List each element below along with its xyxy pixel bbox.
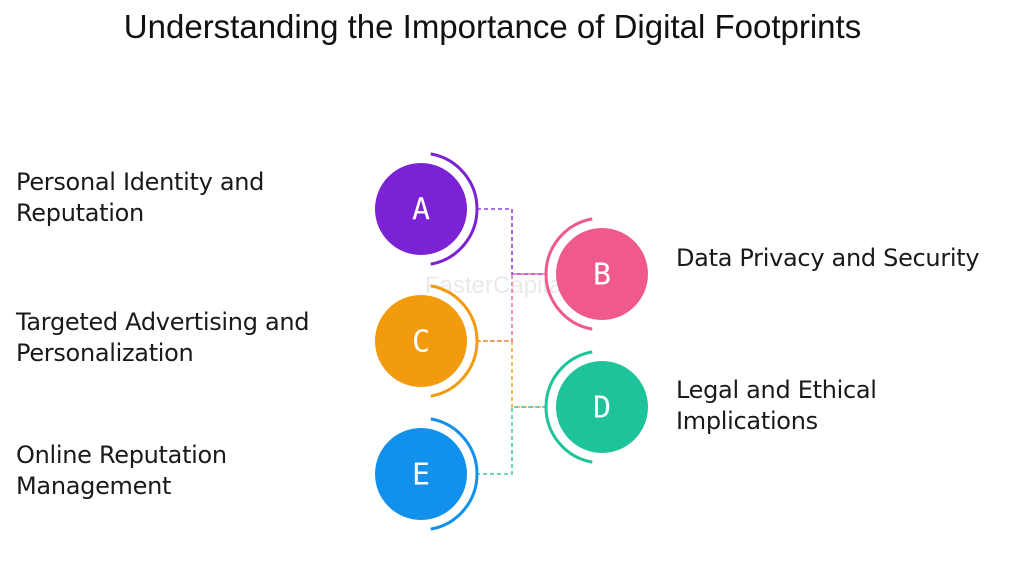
label-a: Personal Identity and Reputation <box>16 167 264 229</box>
connector-a-b <box>477 208 546 275</box>
label-b: Data Privacy and Security <box>676 243 980 274</box>
node-c-letter: C <box>412 325 430 360</box>
label-c-line-1: Targeted Advertising and <box>16 308 310 336</box>
label-e-line-1: Online Reputation <box>16 441 227 469</box>
connector-b-c <box>477 273 546 342</box>
label-b-line-1: Data Privacy and Security <box>676 244 980 272</box>
node-e: E <box>375 417 479 531</box>
connector-d-e <box>477 406 546 475</box>
node-e-circle <box>375 428 467 520</box>
node-b: B <box>544 217 648 331</box>
node-a-circle <box>375 163 467 255</box>
label-e-line-2: Management <box>16 472 172 500</box>
connector-c-d <box>477 340 546 408</box>
node-a-ring <box>430 152 479 266</box>
label-d-line-2: Implications <box>676 407 818 435</box>
label-d: Legal and Ethical Implications <box>676 375 877 437</box>
node-b-circle <box>556 228 648 320</box>
label-e: Online Reputation Management <box>16 440 227 502</box>
label-a-line-2: Reputation <box>16 199 144 227</box>
node-c-circle <box>375 295 467 387</box>
node-b-letter: B <box>593 258 611 293</box>
node-d-ring <box>544 350 593 464</box>
node-c-ring <box>430 284 479 398</box>
node-d-letter: D <box>593 391 611 426</box>
page-title: Understanding the Importance of Digital … <box>123 8 862 45</box>
node-e-letter: E <box>412 458 430 493</box>
node-b-ring <box>544 217 593 331</box>
node-e-ring <box>430 417 479 531</box>
node-d-circle <box>556 361 648 453</box>
label-c: Targeted Advertising and Personalization <box>16 307 310 369</box>
node-c: C <box>375 284 479 398</box>
label-d-line-1: Legal and Ethical <box>676 376 877 404</box>
node-a: A <box>375 152 479 266</box>
watermark-text: FasterCapital <box>425 272 568 299</box>
node-a-letter: A <box>412 193 430 228</box>
label-c-line-2: Personalization <box>16 339 194 367</box>
label-a-line-1: Personal Identity and <box>16 168 265 196</box>
node-d: D <box>544 350 648 464</box>
nodes: A B C D E <box>375 152 648 531</box>
connectors <box>477 208 546 475</box>
